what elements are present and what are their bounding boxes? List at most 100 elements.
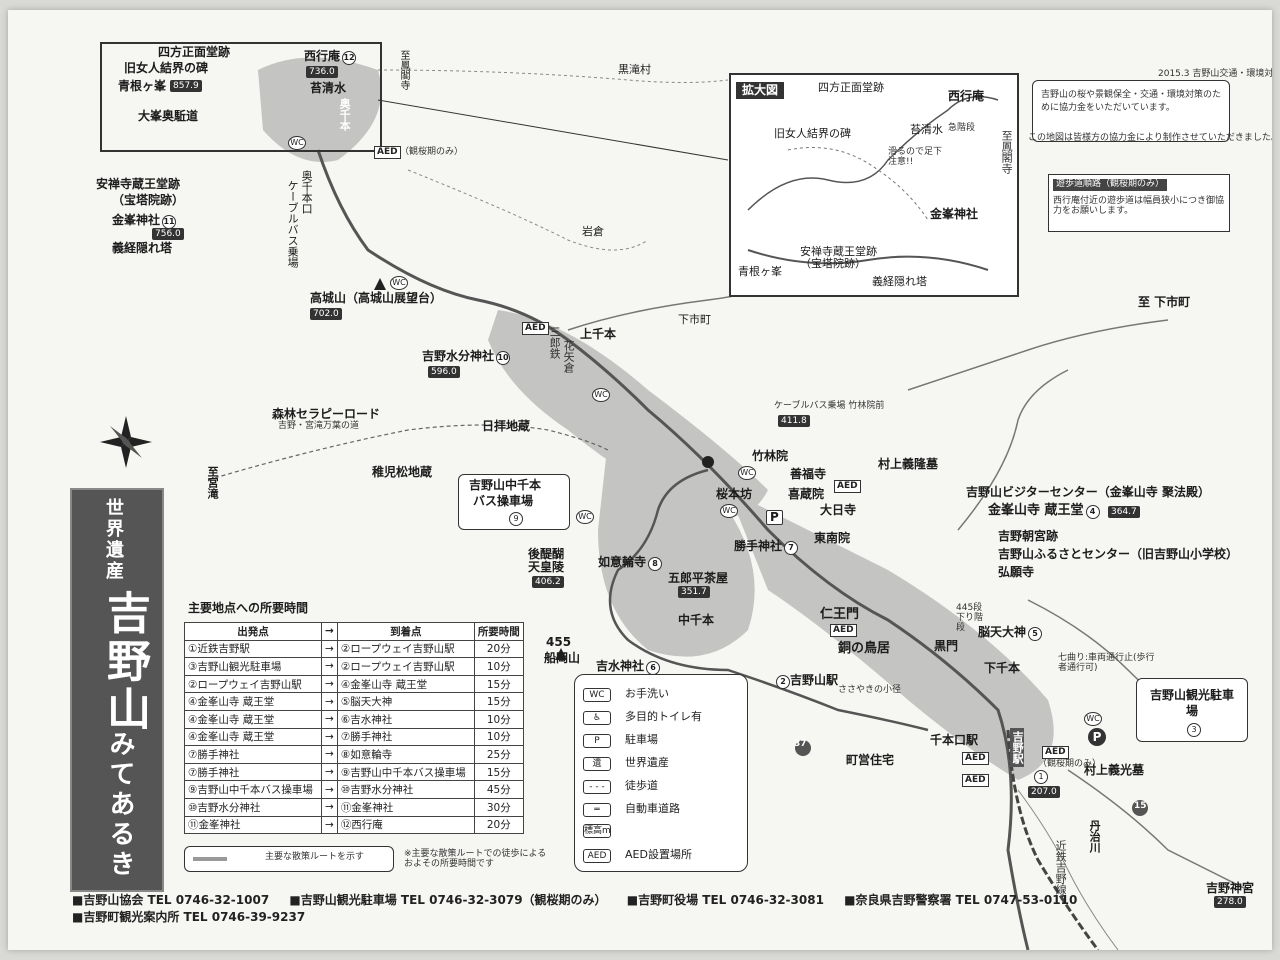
kinpu-elev: 756.0: [152, 228, 184, 240]
aed-station-note: （観桜期のみ）: [1038, 759, 1102, 769]
times-cell: 15分: [473, 762, 524, 782]
header-note: 2015.3 吉野山交通・環境対策協議会: [1158, 69, 1272, 79]
times-cell: ④金峯山寺 蔵王堂: [184, 709, 322, 729]
times-cell: 45分: [473, 780, 524, 799]
place-hanayagura: 花矢倉: [562, 340, 576, 373]
times-cell: 10分: [473, 727, 524, 747]
times-header-cell: 出発点: [184, 622, 322, 641]
map-drawing: [100, 57, 1249, 950]
times-cell: →: [321, 692, 338, 711]
place-kintetsu: 近鉄吉野線: [1054, 840, 1068, 895]
times-cell: ⑥吉水神社: [336, 709, 475, 729]
place-aone: 青根ヶ峯: [118, 79, 167, 93]
aed-station-1: AED: [962, 752, 989, 765]
nakasen-bus-box: 吉野山中千本 バス操車場 9: [458, 474, 570, 530]
place-sakuramoto: 桜本坊: [716, 487, 753, 501]
place-visitor: 吉野山ビジターセンター（金峯山寺 聚法殿）: [966, 485, 1210, 499]
times-cell: →: [321, 709, 338, 729]
place-shimoichi: 下市町: [678, 313, 711, 326]
place-kozenji: 弘願寺: [998, 565, 1035, 579]
times-cell: 10分: [473, 657, 524, 676]
inset-saigyo: 西行庵: [948, 89, 985, 103]
legend-symbol: 遺: [583, 757, 611, 771]
times-cell: ④金峯山寺 蔵王堂: [184, 727, 322, 747]
times-cell: →: [321, 745, 338, 764]
legend-item: 標高m: [583, 823, 625, 838]
times-cell: ⑩吉野水分神社: [184, 797, 322, 817]
times-cell: ⑦勝手神社: [184, 745, 322, 764]
place-furusato: 吉野山ふるさとセンター（旧吉野山小学校）: [998, 547, 1239, 561]
place-dotori: 銅の鳥居: [838, 641, 891, 656]
route-legend-label: 主要な散策ルートを示す: [265, 852, 365, 862]
times-cell: →: [321, 815, 338, 835]
times-cell: ①近鉄吉野駅: [184, 639, 322, 659]
route-37-shield: [795, 740, 811, 756]
times-cell: ⑦勝手神社: [336, 727, 475, 747]
times-cell: ④金峯山寺 蔵王堂: [336, 674, 475, 694]
heritage-label: 世界遺産: [103, 498, 124, 582]
legend-label: 徒歩道: [625, 779, 658, 792]
place-shiho: 四方正面堂跡: [158, 45, 231, 59]
inset-to-hokaku: 至鳳閣寺: [1000, 130, 1014, 174]
side-road-5: [1067, 769, 1249, 891]
inset-steps: 急階段: [948, 123, 976, 133]
times-cell: 15分: [473, 674, 524, 694]
walk-note-title: 遊歩道順路（観桜期のみ）: [1053, 179, 1168, 191]
place-funaoka-elev: 455: [546, 635, 572, 649]
times-cell: 10分: [473, 709, 524, 729]
railway: [1006, 729, 1100, 950]
walk-note-box: 遊歩道順路（観桜期のみ） 西行庵付近の遊歩道は幅員狭小につき御協力をお願いします…: [1048, 174, 1230, 232]
inset-nyonin: 旧女人結界の碑: [774, 127, 851, 140]
place-kuroda: 黒滝村: [618, 63, 651, 76]
legend-symbol: ═: [583, 803, 611, 817]
times-cell: ③吉野山観光駐車場: [184, 657, 322, 676]
inset-shiho: 四方正面堂跡: [818, 81, 884, 94]
legend-label: 世界遺産: [625, 756, 669, 769]
place-funaoka: 船岡山: [544, 651, 581, 665]
wc-parking: WC: [1084, 712, 1102, 726]
place-shinrin2: 吉野・宮滝万葉の道: [278, 421, 360, 431]
times-cell: →: [321, 674, 338, 694]
footer-b: ■吉野山観光駐車場 TEL 0746-32-3079（観桜期のみ）: [289, 893, 607, 907]
side-road-3: [957, 369, 1069, 531]
shichimagari-note: 七曲り:車両通行止(歩行者通行可): [1058, 653, 1155, 673]
times-cell: 20分: [473, 815, 524, 835]
aed-okusen: AED: [374, 146, 401, 159]
godaigo-elev: 406.2: [532, 576, 564, 588]
times-cell: ⑤脳天大神: [336, 692, 475, 711]
place-cable-stop: ケーブルバス乗場 竹林院前: [774, 401, 885, 411]
route-legend-swatch: [193, 857, 227, 861]
place-asamiya: 吉野朝宮跡: [998, 529, 1059, 543]
jingu-elev: 278.0: [1214, 896, 1246, 908]
station-num-wrap: 1: [1032, 770, 1048, 784]
place-station: 吉野駅: [1010, 728, 1025, 767]
place-omine: 大峯奥駈道: [138, 109, 199, 123]
place-sasayaki: ささやきの小径: [838, 685, 902, 695]
cable-stop-dot: [702, 456, 714, 468]
place-zenki: 善福寺: [790, 467, 827, 481]
trail-mid: [407, 169, 649, 251]
times-cell: →: [321, 797, 338, 817]
wc-kamisen: WC: [592, 388, 610, 402]
route-15-shield: [1132, 800, 1148, 816]
map-subtitle: みてあるき: [105, 730, 135, 880]
times-cell: →: [321, 762, 338, 782]
side-road-2: [907, 319, 1169, 391]
place-murakami-y: 村上義光墓: [1084, 763, 1145, 777]
wc-sakuramoto: WC: [738, 466, 756, 480]
legend-symbol: AED: [583, 849, 611, 863]
info-thanks: この地図は皆様方の協力金により制作させていただきました。: [1028, 133, 1272, 143]
times-cell: 20分: [473, 639, 524, 659]
times-header-cell: 所要時間: [473, 622, 524, 641]
times-cell: ⑫西行庵: [336, 815, 475, 835]
legend-symbol: 標高m: [583, 824, 611, 838]
